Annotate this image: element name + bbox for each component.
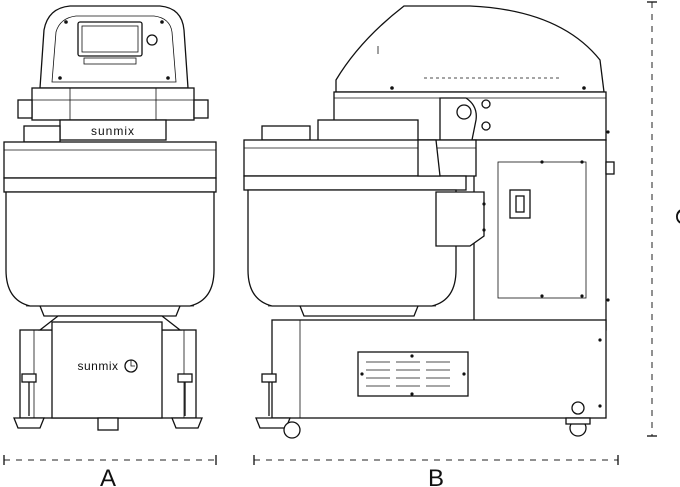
base-logo: sunmix: [77, 359, 118, 373]
dimension-a-label: A: [100, 465, 116, 487]
dimension-c-label: C: [670, 207, 680, 224]
vent-grille: [366, 361, 450, 387]
dimension-b: B: [253, 455, 619, 487]
side-view: [243, 5, 615, 439]
dimension-c: C: [647, 1, 680, 437]
dimension-a: A: [3, 455, 217, 487]
dimension-b-label: B: [428, 465, 444, 487]
front-panel-logo: sunmix: [91, 124, 135, 138]
front-view: sunmix sunmix: [3, 5, 217, 431]
